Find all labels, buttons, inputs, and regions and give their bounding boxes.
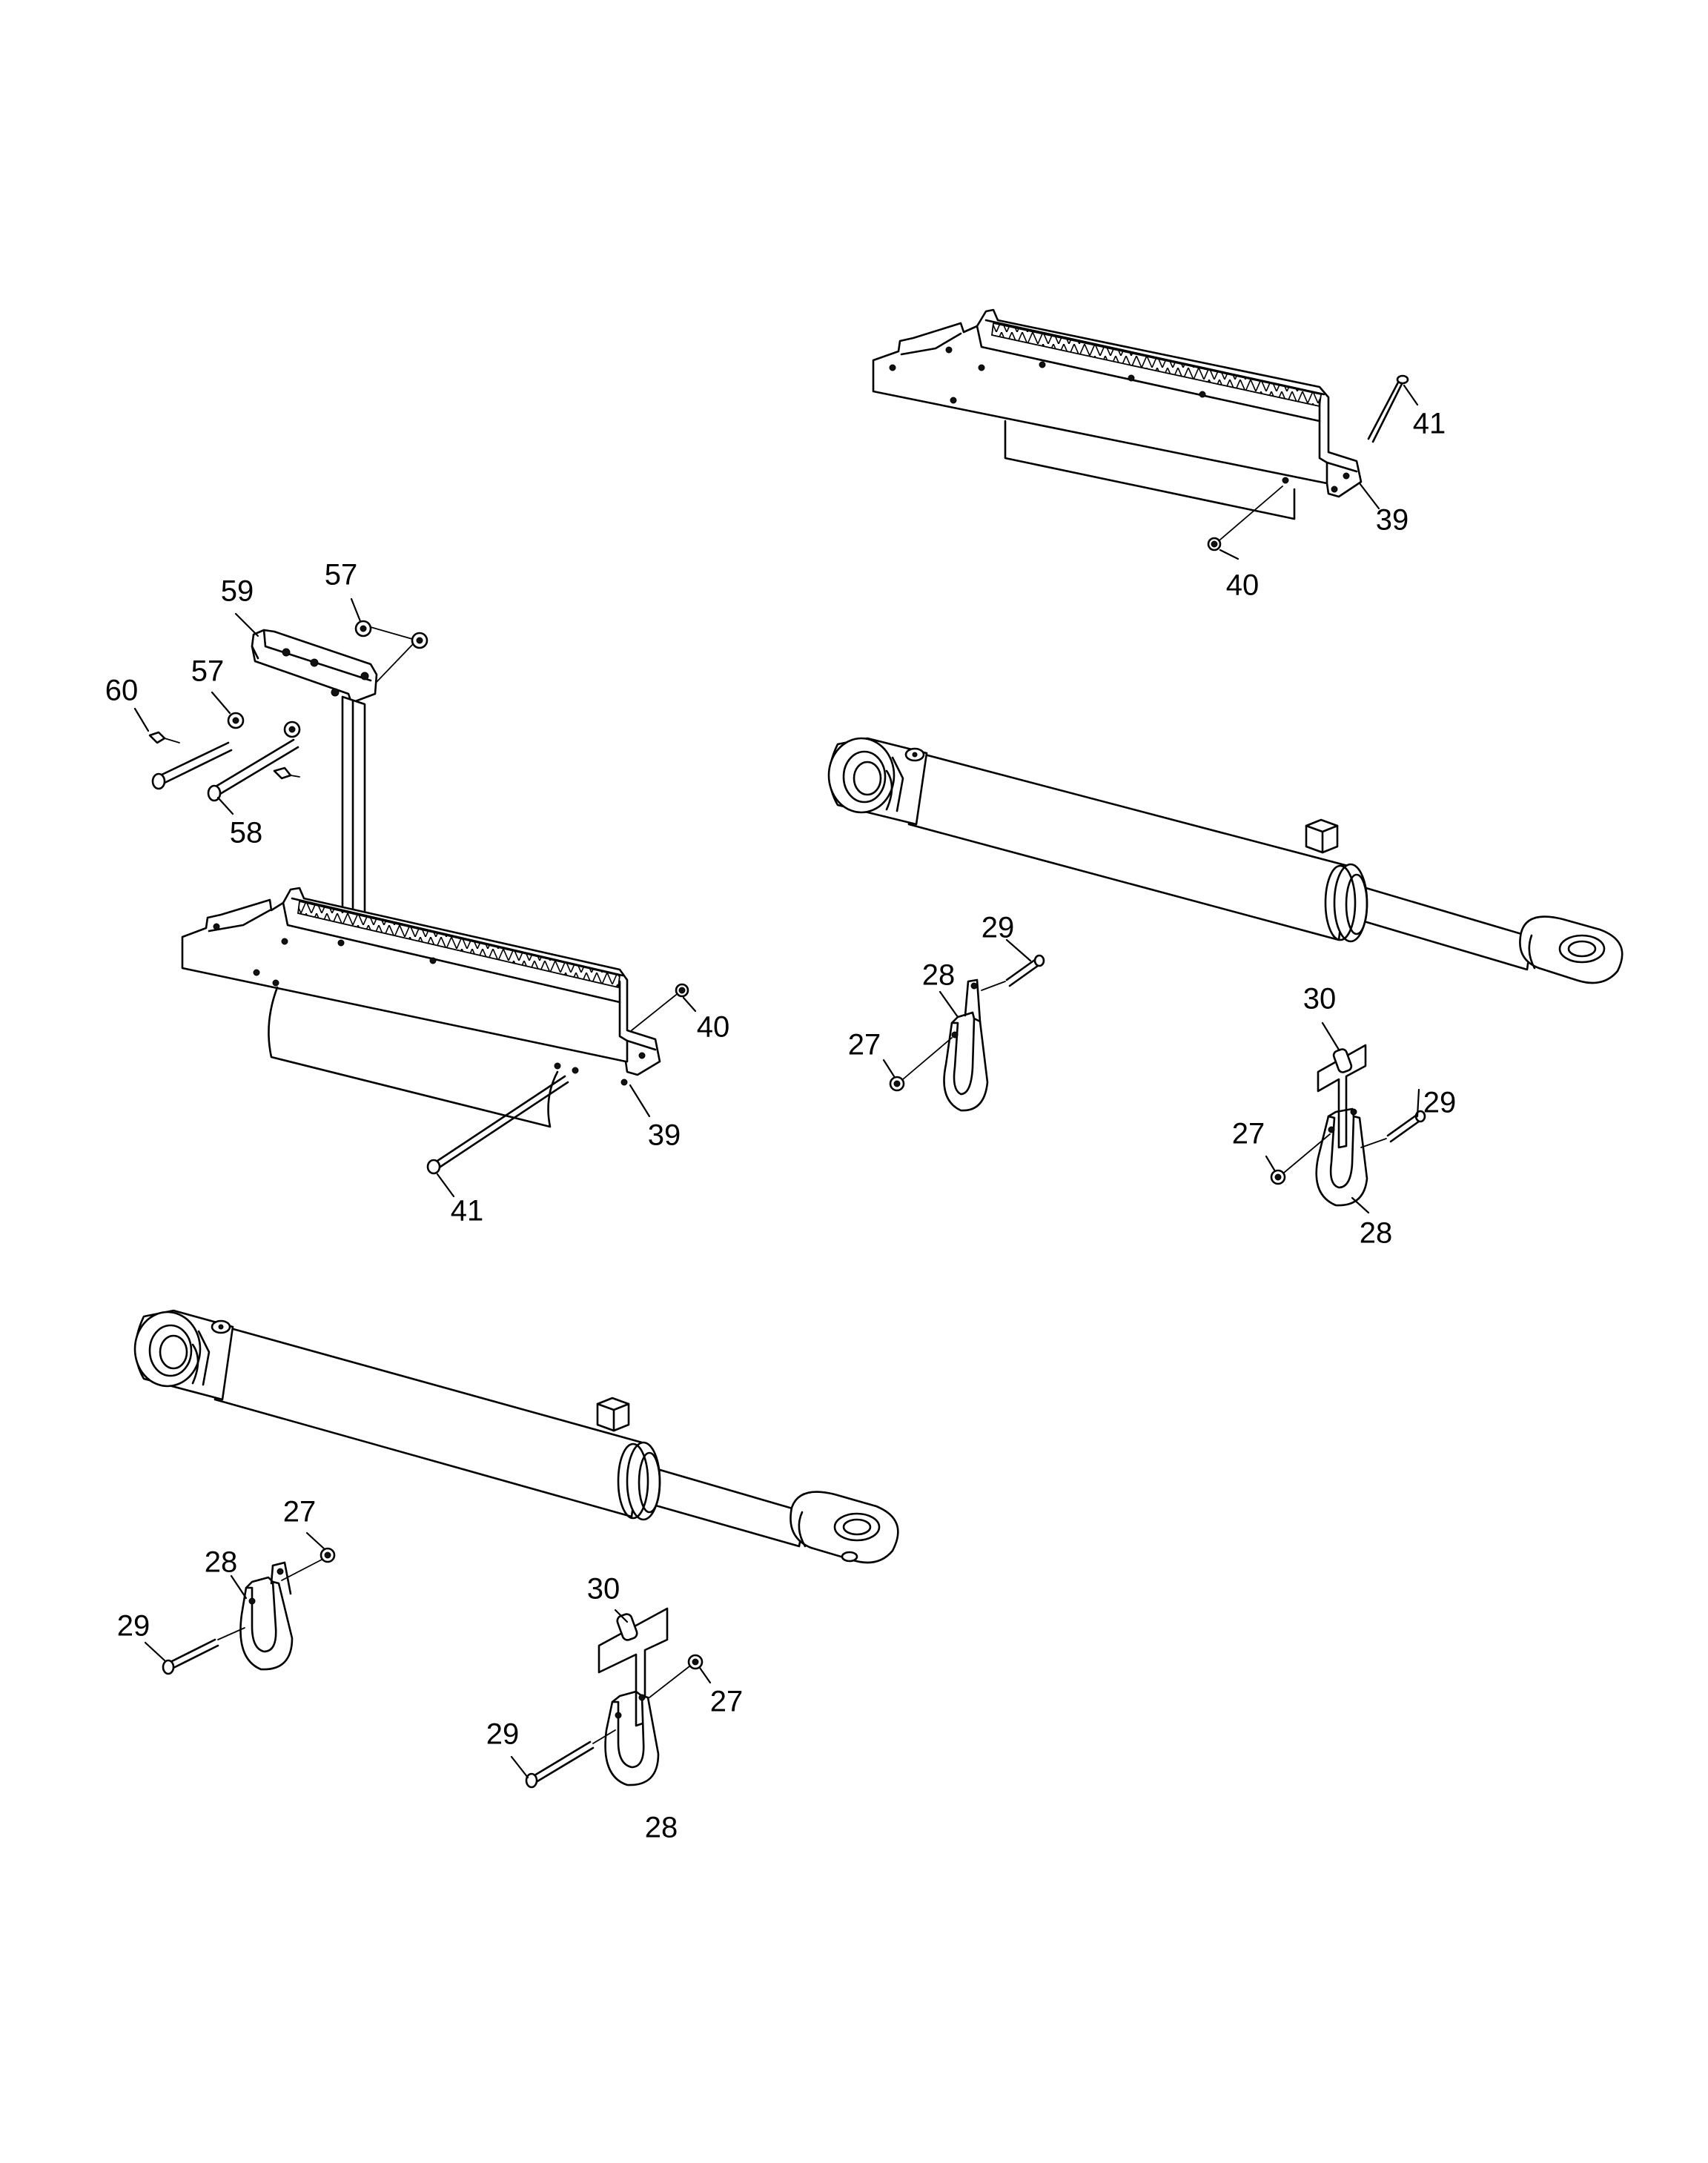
clamp-set-b2: [525, 1607, 704, 1789]
callout-39-left: 39: [648, 1119, 681, 1152]
callout-28-b1: 28: [205, 1546, 238, 1579]
callout-59: 59: [221, 575, 254, 608]
callout-57-a: 57: [325, 559, 358, 592]
callout-29-b1: 29: [117, 1610, 150, 1643]
callout-39-top: 39: [1376, 504, 1409, 537]
callout-29-b2: 29: [486, 1718, 520, 1751]
rail-assembly-top: [872, 308, 1409, 551]
callout-29-r1: 29: [982, 912, 1015, 944]
hydraulic-cylinder-right: [827, 737, 1623, 984]
callout-30-r2: 30: [1303, 983, 1337, 1016]
clamp-set-r2: [1270, 1044, 1426, 1207]
leader-lines: [133, 384, 1420, 1779]
callout-27-r2: 27: [1232, 1118, 1265, 1150]
callout-28-r1: 28: [922, 959, 956, 992]
clamp-set-b1: [162, 1547, 336, 1675]
callout-41-top: 41: [1413, 408, 1446, 440]
callout-30-b2: 30: [587, 1573, 620, 1606]
callout-labels: 41 39 40 57 59 57 60 58 40 39 41 29 28 2…: [105, 408, 1457, 1844]
callout-57-b: 57: [191, 655, 225, 688]
callout-27-b1: 27: [283, 1496, 317, 1528]
callout-27-b2: 27: [710, 1686, 744, 1718]
callout-28-b2: 28: [645, 1812, 678, 1844]
clamp-set-r1: [889, 954, 1045, 1112]
bracket-assembly: [148, 620, 689, 1175]
callout-28-r2: 28: [1360, 1217, 1393, 1250]
callout-58: 58: [230, 817, 263, 849]
callout-40-top: 40: [1226, 569, 1260, 602]
callout-60: 60: [105, 675, 139, 707]
callout-40-left: 40: [697, 1011, 730, 1044]
callout-29-r2: 29: [1423, 1087, 1457, 1119]
callout-27-r1: 27: [848, 1029, 881, 1061]
hydraulic-cylinder-bottom: [133, 1309, 899, 1564]
callout-41-left: 41: [451, 1195, 484, 1228]
